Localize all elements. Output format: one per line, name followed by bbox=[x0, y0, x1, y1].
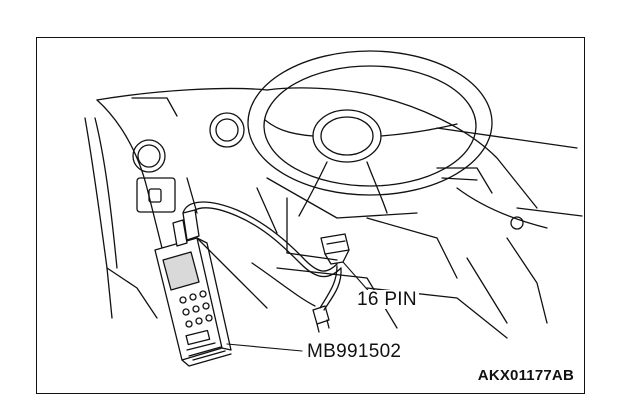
tool-label: MB991502 bbox=[305, 341, 404, 362]
steering-wheel bbox=[247, 50, 493, 234]
diagnostic-tester bbox=[154, 209, 232, 367]
figure-id: AKX01177AB bbox=[477, 367, 574, 384]
adapter-plug bbox=[312, 305, 330, 333]
dashboard-illustration bbox=[84, 50, 583, 367]
leader-lines bbox=[226, 261, 374, 352]
connector-label: 16 PIN bbox=[355, 289, 419, 310]
data-link-connector bbox=[320, 233, 350, 265]
air-vents bbox=[131, 97, 245, 173]
lower-dash-panel bbox=[196, 167, 524, 339]
tester-cable bbox=[182, 201, 342, 311]
illustration-frame: 16 PIN MB991502 AKX01177AB bbox=[36, 37, 585, 394]
switch-panel bbox=[136, 177, 198, 214]
dashboard-outline bbox=[96, 87, 583, 324]
left-trim bbox=[84, 117, 158, 319]
